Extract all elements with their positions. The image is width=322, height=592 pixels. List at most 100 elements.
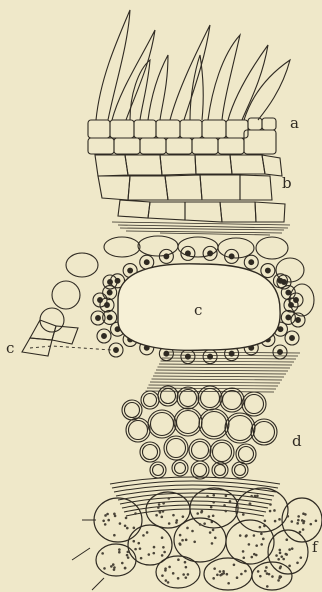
ring-cell-nucleus — [296, 318, 301, 323]
ring-cell-nucleus — [98, 298, 103, 303]
ring-cell-nucleus — [249, 260, 254, 265]
f-cell-granule — [186, 527, 189, 530]
ring-cell-nucleus — [229, 254, 234, 259]
f-cell-granule — [199, 523, 202, 526]
f-cell-granule — [225, 494, 228, 497]
f-cell-granule — [110, 565, 113, 568]
ring-cell-nucleus — [186, 251, 191, 256]
label-a: a — [290, 114, 299, 132]
f-cell-granule — [148, 553, 151, 556]
f-cell-granule — [266, 572, 269, 575]
f-cell-granule — [244, 570, 247, 573]
f-cell-granule — [178, 542, 181, 545]
f-cell-granule — [259, 526, 262, 529]
f-cell-granule — [249, 502, 252, 505]
f-cell-granule — [256, 495, 259, 498]
f-cell-granule — [181, 539, 184, 542]
f-cell-granule — [287, 515, 290, 518]
f-cell-granule — [175, 521, 178, 524]
f-cell-granule — [209, 531, 212, 534]
f-cell-granule — [184, 561, 187, 564]
f-cell-granule — [162, 546, 165, 549]
f-cell-granule — [140, 557, 143, 560]
ring-cell-nucleus — [294, 298, 299, 303]
ring-cell-nucleus — [108, 280, 113, 285]
f-cell-granule — [157, 506, 160, 509]
f-cell-granule — [278, 549, 281, 552]
f-cell-granule — [132, 540, 135, 543]
f-cell-granule — [201, 510, 204, 513]
f-cell-granule — [137, 542, 140, 545]
f-cell-granule — [216, 573, 219, 576]
f-cell-granule — [264, 570, 267, 573]
f-cell-granule — [211, 542, 214, 545]
ring-cell-nucleus — [278, 327, 283, 332]
f-cell-granule — [161, 554, 164, 557]
f-cell-granule — [196, 512, 199, 515]
f-cell-granule — [161, 574, 164, 577]
f-cell-granule — [245, 534, 248, 537]
f-cell-granule — [279, 567, 282, 570]
f-cell-granule — [262, 538, 265, 541]
f-cell-granule — [259, 575, 262, 578]
f-cell-granule — [112, 563, 115, 566]
f-cell-granule — [172, 572, 175, 575]
f-cell-granule — [239, 534, 242, 537]
f-cell-granule — [185, 576, 188, 579]
f-cell-granule — [264, 519, 267, 522]
f-cell-granule — [214, 536, 217, 539]
f-cell-granule — [167, 497, 170, 500]
f-cell-granule — [273, 509, 276, 512]
f-cell-granule — [240, 573, 243, 576]
f-cell-granule — [212, 494, 215, 497]
f-cell-granule — [250, 495, 253, 498]
label-b: b — [282, 174, 292, 192]
f-cell-granule — [134, 548, 137, 551]
f-cell-granule — [242, 513, 245, 516]
f-cell-granule — [282, 558, 285, 561]
f-cell-granule — [255, 544, 258, 547]
f-cell-granule — [142, 534, 145, 537]
f-cell-granule — [121, 562, 124, 565]
f-cell-granule — [284, 553, 287, 556]
f-cell-granule — [113, 566, 116, 569]
f-cell-granule — [158, 510, 161, 513]
f-cell-granule — [124, 567, 127, 570]
f-cell-granule — [212, 501, 215, 504]
f-cell-granule — [155, 514, 158, 517]
f-cell-granule — [260, 543, 263, 546]
f-cell-granule — [275, 554, 278, 557]
f-cell-granule — [299, 556, 302, 559]
f-cell-granule — [104, 523, 107, 526]
f-cell-granule — [210, 506, 213, 509]
f-cell-granule — [162, 510, 165, 513]
f-cell-granule — [118, 551, 121, 554]
f-cell-granule — [265, 566, 268, 569]
f-cell-granule — [278, 518, 281, 521]
ring-cell-nucleus — [164, 254, 169, 259]
f-cell-granule — [212, 577, 215, 580]
f-cell-granule — [101, 552, 104, 555]
f-cell-granule — [221, 573, 224, 576]
f-cell-granule — [165, 579, 168, 582]
ring-cell-nucleus — [107, 315, 112, 320]
ring-cell-nucleus — [114, 348, 119, 353]
f-cell-granule — [206, 495, 209, 498]
f-cell-granule — [277, 558, 280, 561]
f-cell-granule — [288, 565, 291, 568]
f-cell-granule — [126, 554, 129, 557]
f-cell-granule — [233, 563, 236, 566]
ring-cell-nucleus — [144, 260, 149, 265]
f-cell-granule — [113, 513, 116, 516]
f-cell-granule — [269, 503, 272, 506]
f-cell-granule — [162, 502, 165, 505]
f-cell-granule — [222, 570, 225, 573]
f-cell-granule — [302, 512, 305, 515]
f-cell-granule — [257, 570, 260, 573]
f-cell-granule — [179, 534, 182, 537]
label-c-center: c — [194, 301, 202, 319]
f-cell-granule — [146, 531, 149, 534]
f-cell-granule — [227, 582, 230, 585]
f-cell-granule — [127, 556, 130, 559]
ring-cell-nucleus — [286, 290, 291, 295]
